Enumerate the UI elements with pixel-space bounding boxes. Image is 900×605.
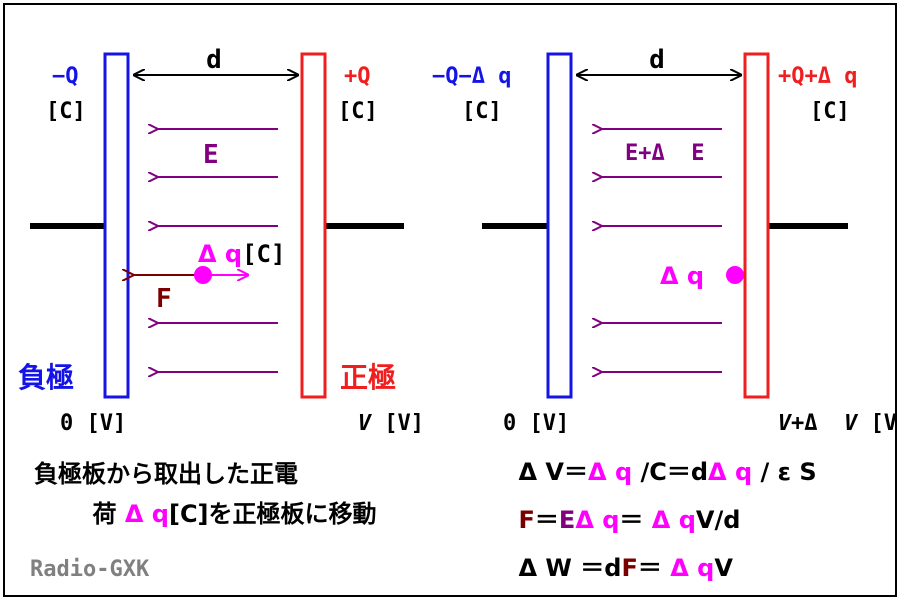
field-lines xyxy=(601,129,722,372)
negative-charge-unit: [C] xyxy=(46,99,86,124)
positive-potential-label: V+Δ V [V] xyxy=(685,411,900,436)
field-label: E+Δ E xyxy=(625,141,704,166)
distance-label: d xyxy=(206,45,222,75)
negative-plate xyxy=(546,52,573,399)
negative-potential-label: 0 [V] xyxy=(503,411,569,436)
left-capacitor: d E Δ q[C] F −Q [C] +Q [C] 負極 正極 0 [V] V… xyxy=(18,45,490,436)
distance-label: d xyxy=(649,45,665,75)
positive-plate xyxy=(743,52,770,399)
field-lines xyxy=(157,129,278,372)
watermark-text: Radio-GXK xyxy=(30,557,150,582)
field-label: E xyxy=(203,140,219,170)
force-label: F xyxy=(156,284,172,314)
positive-charge-unit: [C] xyxy=(810,99,850,124)
negative-plate xyxy=(103,52,130,399)
negative-charge-unit: [C] xyxy=(462,99,502,124)
dq-label: Δ q xyxy=(660,262,704,290)
negative-charge-label: −Q−Δ q xyxy=(432,64,511,89)
negative-potential-label: 0 [V] xyxy=(60,411,126,436)
positive-electrode-label: 正極 xyxy=(340,361,396,394)
equations: Δ V＝Δ q /C＝dΔ q / ε S F＝EΔ q＝ Δ qV/d Δ W… xyxy=(460,458,858,582)
positive-charge-unit: [C] xyxy=(338,99,378,124)
equation-force: F＝EΔ q＝ Δ qV/d xyxy=(460,506,782,534)
caption-line-1: 負極板から取出した正電 xyxy=(34,460,298,488)
equation-voltage: Δ V＝Δ q /C＝dΔ q / ε S xyxy=(460,458,858,486)
negative-charge-label: −Q xyxy=(52,64,79,89)
positive-charge-label: +Q xyxy=(344,64,371,89)
equation-work: Δ W ＝dF＝ Δ qV xyxy=(460,554,775,582)
dq-label: Δ q[C] xyxy=(198,240,285,268)
negative-electrode-label: 負極 xyxy=(18,361,74,394)
caption-line-2: 荷 Δ q[C]を正極板に移動 xyxy=(34,500,418,528)
right-capacitor: d E+Δ E Δ q −Q−Δ q [C] +Q+Δ q [C] 0 [V] … xyxy=(432,45,900,436)
test-charge-dot xyxy=(194,266,212,284)
moved-charge-dot xyxy=(726,266,744,284)
positive-potential-label: V [V] xyxy=(265,411,490,436)
positive-charge-label: +Q+Δ q xyxy=(778,64,857,89)
positive-plate xyxy=(300,52,327,399)
caption: 負極板から取出した正電 荷 Δ q[C]を正極板に移動 xyxy=(34,460,418,528)
outer-border xyxy=(3,3,897,597)
